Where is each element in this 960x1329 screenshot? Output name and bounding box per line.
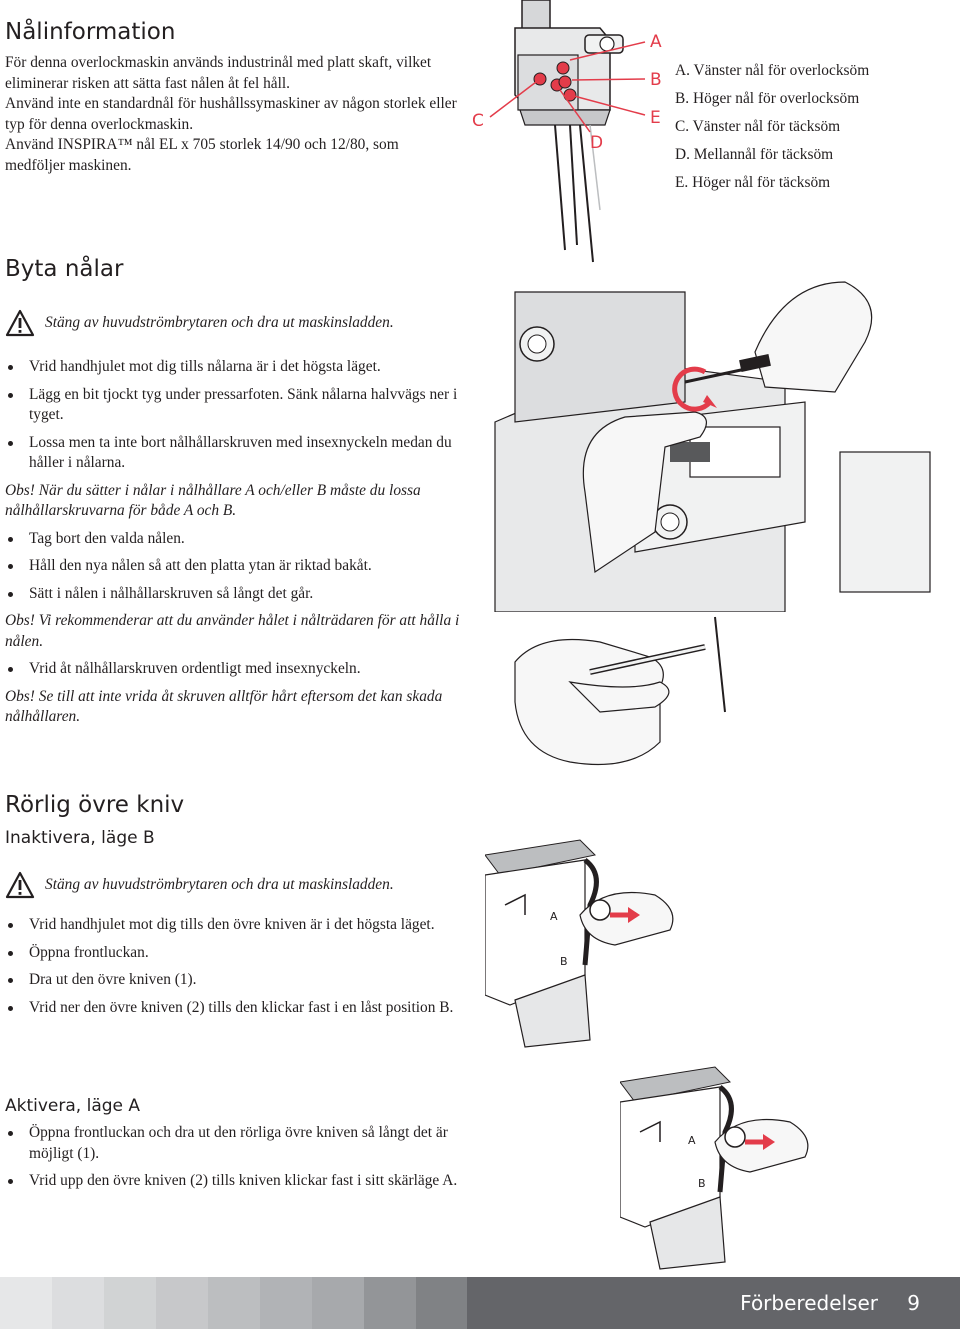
intro-paragraph-1: För denna overlockmaskin används industr… — [5, 54, 432, 92]
inactivate-heading: Inaktivera, läge B — [5, 828, 155, 848]
step-item: Vrid ner den övre kniven (2) tills den k… — [5, 998, 460, 1019]
knife-heading: Rörlig övre kniv — [5, 792, 185, 818]
page-title: Nålinformation — [5, 19, 176, 45]
footer-square — [260, 1277, 312, 1329]
note-text: Obs! Vi rekommenderar att du använder hå… — [5, 612, 460, 650]
needle-holder-illustration: A B E C D — [472, 0, 662, 263]
step-item: Öppna frontluckan och dra ut den rörliga… — [5, 1123, 460, 1164]
note-text: Obs! När du sätter i nålar i nålhållare … — [5, 481, 421, 520]
step-item: Dra ut den övre kniven (1). — [5, 970, 460, 991]
knife-label-b: B — [560, 955, 568, 968]
intro-paragraph-2: Använd inte en standardnål för hushållss… — [5, 95, 457, 133]
footer-square — [364, 1277, 416, 1329]
legend-item-b: B. Höger nål för overlocksöm — [675, 90, 860, 107]
knife-label-a: A — [688, 1134, 696, 1147]
step-item: Vrid handhjulet mot dig tills nålarna är… — [5, 357, 470, 378]
knife-inactivate-illustration: A B — [485, 839, 674, 1048]
warning-text: Stäng av huvudströmbrytaren och dra ut m… — [45, 314, 394, 331]
note-text: Obs! Se till att inte vrida åt skruven a… — [5, 687, 443, 726]
step-item: Håll den nya nålen så att den platta yta… — [5, 556, 470, 577]
step-item: Vrid handhjulet mot dig tills den övre k… — [5, 915, 460, 936]
step-item: Tag bort den valda nålen. — [5, 529, 470, 550]
page-number: 9 — [907, 1291, 920, 1315]
footer-square — [52, 1277, 104, 1329]
footer-square — [208, 1277, 260, 1329]
needle-legend: A. Vänster nål för overlocksöm B. Höger … — [675, 57, 869, 197]
footer-bar: Förberedelser 9 — [467, 1277, 960, 1329]
machine-illustration — [494, 281, 931, 612]
step-item: Lägg en bit tjockt tyg under pressarfote… — [5, 385, 470, 426]
footer-square — [0, 1277, 52, 1329]
legend-item-d: D. Mellannål för täcksöm — [675, 146, 834, 163]
diagram-label-b: B — [650, 70, 662, 90]
footer-square — [312, 1277, 364, 1329]
step-item: Sätt i nålen i nålhållarskruven så långt… — [5, 584, 470, 605]
diagram-label-c: C — [472, 111, 484, 131]
step-item: Öppna frontluckan. — [5, 943, 460, 964]
legend-item-e: E. Höger nål för täcksöm — [675, 174, 831, 191]
knife-activate-illustration: A B — [620, 1066, 809, 1270]
warning-row: Stäng av huvudströmbrytaren och dra ut m… — [5, 871, 394, 899]
warning-row: Stäng av huvudströmbrytaren och dra ut m… — [5, 309, 394, 337]
warning-text: Stäng av huvudströmbrytaren och dra ut m… — [45, 876, 394, 893]
knife-label-a: A — [550, 910, 558, 923]
activate-heading: Aktivera, läge A — [5, 1096, 141, 1116]
inactivate-steps: Vrid handhjulet mot dig tills den övre k… — [5, 915, 460, 1025]
warning-icon — [5, 871, 35, 899]
footer-section-title: Förberedelser — [740, 1291, 878, 1315]
legend-item-c: C. Vänster nål för täcksöm — [675, 118, 841, 135]
step-item: Vrid åt nålhållarskruven ordentligt med … — [5, 659, 470, 680]
knife-label-b: B — [698, 1177, 706, 1190]
change-needles-heading: Byta nålar — [5, 256, 124, 282]
diagram-label-a: A — [650, 32, 662, 52]
legend-item-a: A. Vänster nål för overlocksöm — [675, 62, 870, 79]
warning-icon — [5, 309, 35, 337]
change-needles-body: Vrid handhjulet mot dig tills nålarna är… — [5, 357, 470, 735]
activate-steps: Öppna frontluckan och dra ut den rörliga… — [5, 1123, 460, 1199]
intro-paragraph-3: Använd INSPIRA™ nål EL x 705 storlek 14/… — [5, 136, 399, 174]
step-item: Lossa men ta inte bort nålhållarskruven … — [5, 433, 470, 474]
step-item: Vrid upp den övre kniven (2) tills knive… — [5, 1171, 460, 1192]
footer-square — [416, 1277, 468, 1329]
footer-square — [156, 1277, 208, 1329]
needle-intro: För denna overlockmaskin används industr… — [5, 53, 460, 176]
diagram-label-d: D — [590, 133, 603, 153]
footer-square — [104, 1277, 156, 1329]
diagram-label-e: E — [650, 108, 661, 128]
needle-threader-illustration — [514, 616, 726, 765]
